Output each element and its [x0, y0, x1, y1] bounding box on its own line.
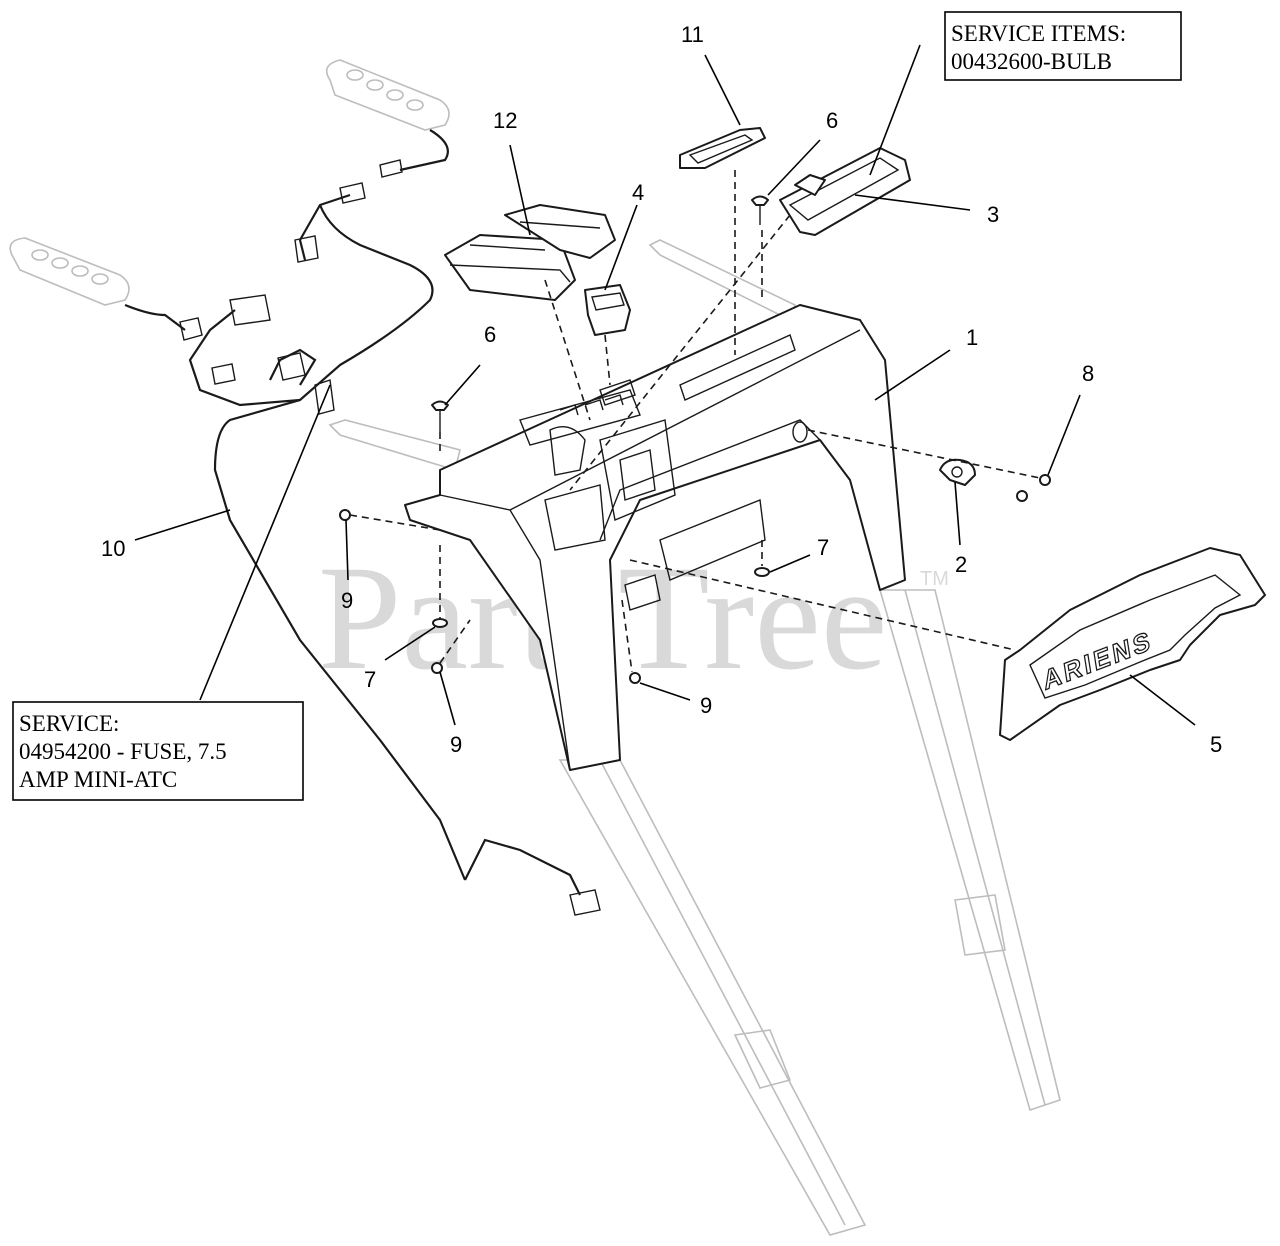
callout-1: 1 — [966, 325, 978, 350]
service-fuse-line3: AMP MINI-ATC — [19, 767, 177, 792]
callout-9c: 9 — [700, 693, 712, 718]
grip-upper-ghost — [325, 59, 450, 131]
wiring-harness — [124, 129, 601, 916]
service-items-line1: SERVICE ITEMS: — [951, 21, 1126, 46]
clamp-part-2 — [939, 458, 976, 486]
alignment-lines — [349, 170, 1041, 673]
callout-7a: 7 — [817, 535, 829, 560]
service-fuse-line1: SERVICE: — [19, 711, 119, 736]
grip-lower-ghost — [9, 237, 130, 306]
service-fuse-line2: 04954200 - FUSE, 7.5 — [19, 739, 227, 764]
service-items-line2: 00432600-BULB — [951, 49, 1112, 74]
callout-6b: 6 — [484, 322, 496, 347]
callout-2: 2 — [955, 552, 967, 577]
service-items-box: SERVICE ITEMS: 00432600-BULB — [944, 11, 1182, 81]
callout-5: 5 — [1210, 732, 1222, 757]
watermark-tm: TM — [920, 568, 949, 590]
callout-9b: 9 — [450, 732, 462, 757]
callout-6a: 6 — [826, 108, 838, 133]
cover-part-12 — [444, 204, 616, 301]
callout-3: 3 — [987, 202, 999, 227]
callout-12: 12 — [493, 108, 517, 133]
gasket-part-11 — [679, 127, 766, 169]
service-fuse-box: SERVICE: 04954200 - FUSE, 7.5 AMP MINI-A… — [12, 701, 304, 801]
badge-part-5: ARIENS — [999, 547, 1266, 741]
callout-9a: 9 — [341, 588, 353, 613]
callout-11: 11 — [681, 22, 704, 47]
callout-4: 4 — [632, 180, 644, 205]
callout-10: 10 — [101, 536, 125, 561]
leader-lines — [134, 44, 1196, 726]
nut-part-8 — [1016, 474, 1051, 502]
callout-7b: 7 — [364, 667, 376, 692]
fasteners — [339, 195, 770, 684]
callout-8: 8 — [1082, 361, 1094, 386]
switch-part-4 — [584, 284, 631, 336]
